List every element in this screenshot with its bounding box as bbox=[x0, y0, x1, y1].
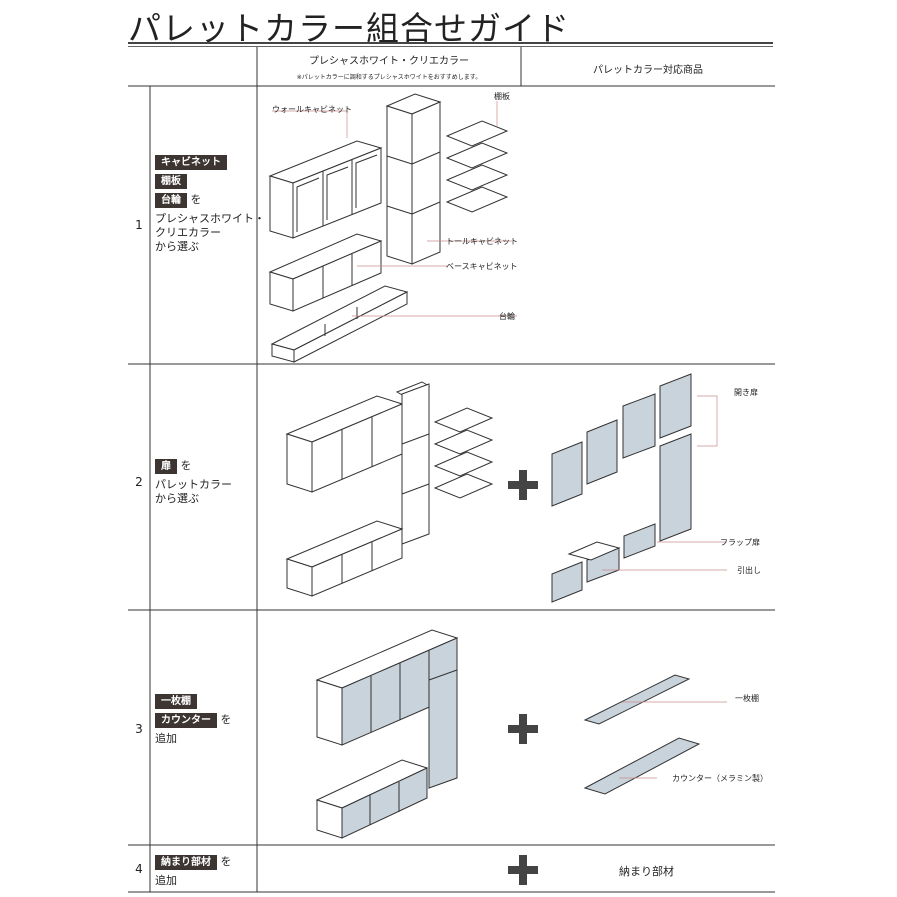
tag-plinth: 台輪 bbox=[155, 193, 187, 208]
label-base-cabinet: ベースキャビネット bbox=[446, 262, 518, 271]
condition-line: 追加 bbox=[155, 874, 177, 887]
row-number: 4 bbox=[135, 862, 143, 876]
column-header-white: プレシャスホワイト・クリエカラー ※パレットカラーに調和するプレシャスホワイトを… bbox=[257, 52, 521, 81]
label-flap-door: フラップ扉 bbox=[720, 538, 760, 547]
title-rule-thin bbox=[128, 46, 773, 47]
plus-icon bbox=[508, 714, 538, 744]
label-shelf: 棚板 bbox=[494, 92, 510, 101]
row-condition: 扉 を パレットカラー から選ぶ bbox=[155, 459, 232, 506]
row2-illustration bbox=[285, 373, 727, 603]
title-rule bbox=[128, 42, 773, 44]
row-condition: 一枚棚 カウンター を 追加 bbox=[155, 694, 232, 746]
row-number: 3 bbox=[135, 722, 143, 736]
row3-illustration bbox=[315, 629, 727, 839]
label-drawer: 引出し bbox=[737, 566, 761, 575]
tag-cabinet: キャビネット bbox=[155, 155, 227, 170]
condition-line: パレットカラー bbox=[155, 478, 232, 491]
tag-door: 扉 bbox=[155, 459, 177, 474]
row-condition: キャビネット 棚板 台輪 を プレシャスホワイト・ クリエカラー から選ぶ bbox=[155, 155, 265, 254]
tag-counter: カウンター bbox=[155, 713, 217, 728]
suffix: を bbox=[220, 855, 232, 868]
row-number: 1 bbox=[135, 218, 143, 232]
label-tall-cabinet: トールキャビネット bbox=[446, 237, 518, 246]
column-header-note: ※パレットカラーに調和するプレシャスホワイトをおすすめします。 bbox=[296, 74, 482, 81]
plus-icon bbox=[508, 470, 538, 500]
column-header-palette: パレットカラー対応商品 bbox=[593, 65, 703, 76]
condition-line: プレシャスホワイト・ bbox=[155, 212, 265, 225]
row-condition: 納まり部材 を 追加 bbox=[155, 855, 232, 888]
suffix: を bbox=[180, 459, 192, 472]
label-hinged-door: 開き扉 bbox=[734, 388, 758, 397]
label-single-shelf: 一枚棚 bbox=[735, 694, 759, 703]
tag-fitting: 納まり部材 bbox=[155, 855, 217, 870]
tag-shelf: 棚板 bbox=[155, 174, 187, 189]
condition-line: クリエカラー bbox=[155, 226, 221, 239]
condition-line: から選ぶ bbox=[155, 492, 199, 505]
row-number: 2 bbox=[135, 475, 143, 489]
row1-illustration bbox=[268, 93, 517, 363]
suffix: を bbox=[220, 713, 232, 726]
condition-line: から選ぶ bbox=[155, 240, 199, 253]
label-plinth: 台輪 bbox=[499, 312, 515, 321]
page-title: パレットカラー組合せガイド bbox=[128, 9, 570, 48]
label-fitting: 納まり部材 bbox=[619, 865, 674, 878]
column-header-title: プレシャスホワイト・クリエカラー bbox=[309, 56, 469, 67]
condition-line: 追加 bbox=[155, 732, 177, 745]
suffix: を bbox=[190, 193, 202, 206]
tag-single-shelf: 一枚棚 bbox=[155, 694, 197, 709]
label-counter: カウンター（メラミン製） bbox=[672, 774, 768, 783]
plus-icon bbox=[508, 855, 538, 885]
label-wall-cabinet: ウォールキャビネット bbox=[272, 105, 352, 114]
